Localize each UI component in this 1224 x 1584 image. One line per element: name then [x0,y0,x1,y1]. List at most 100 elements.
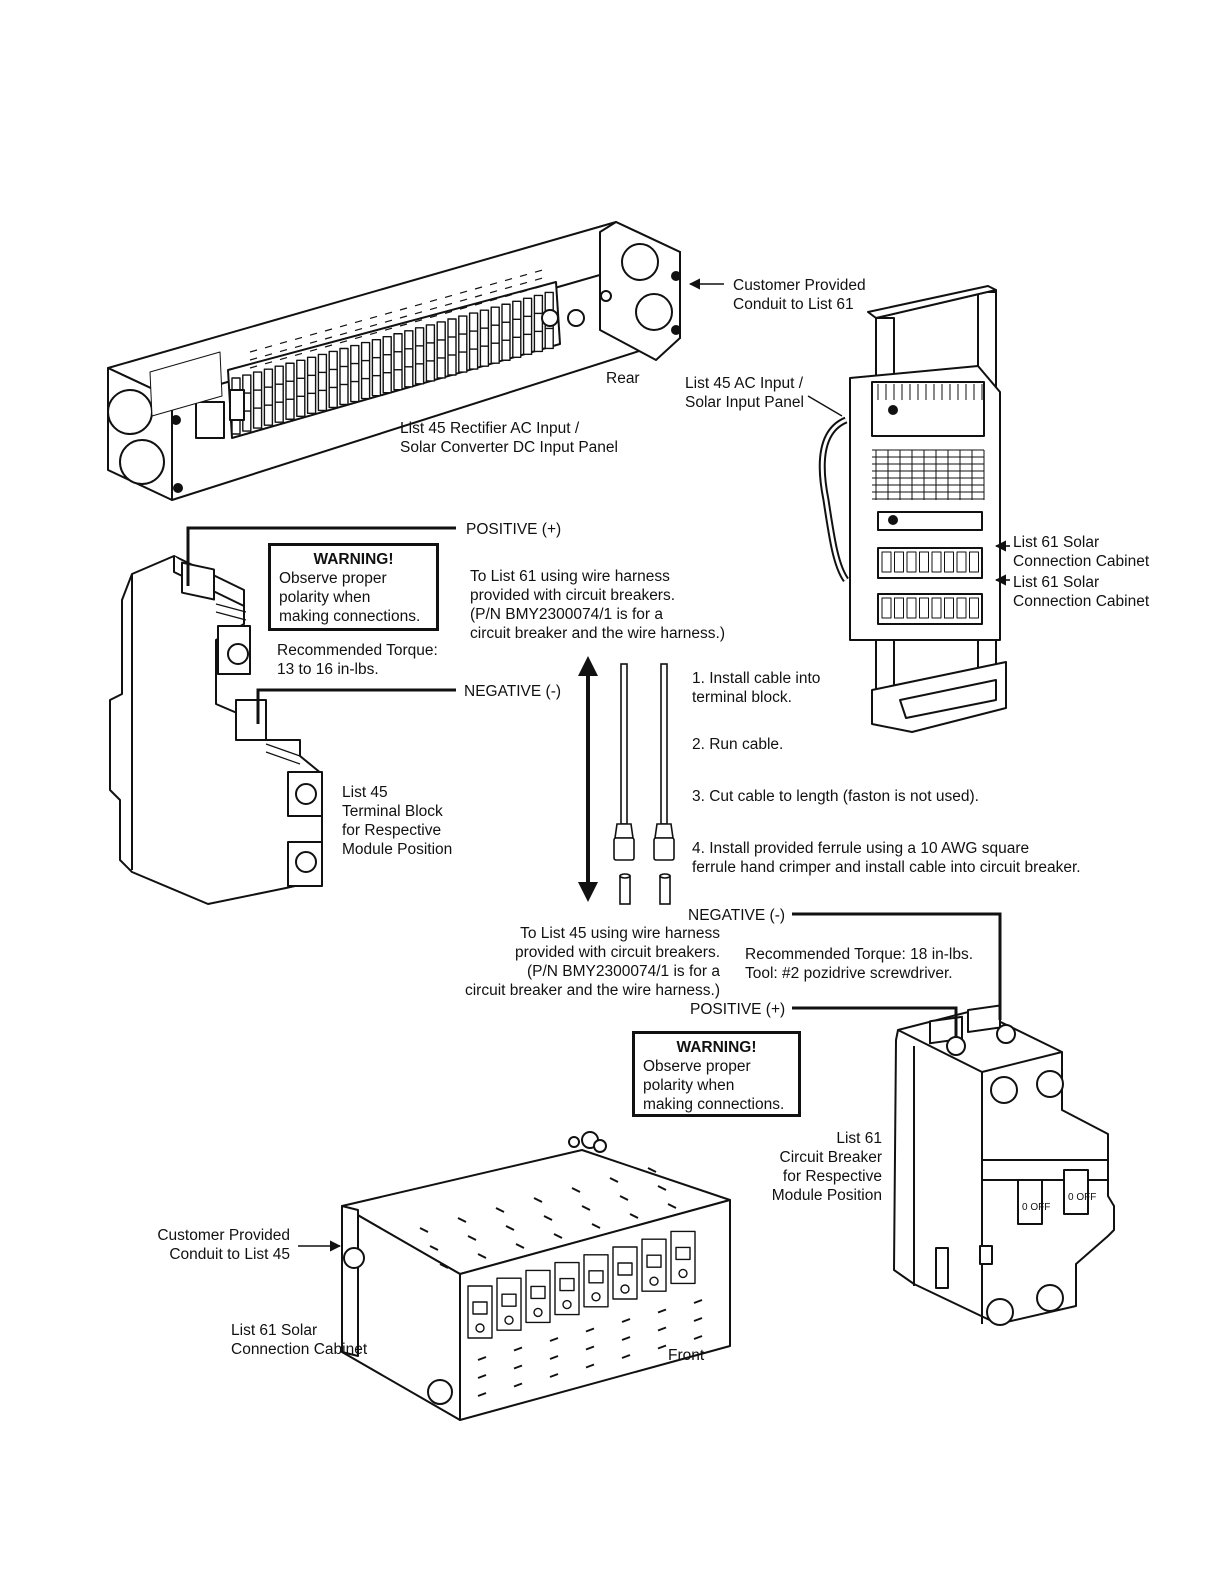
rack-breaker [881,597,892,619]
cabinet-vent-slot [647,1167,657,1173]
cb-negative-leader [792,912,1002,1020]
cabinet-breaker-screw [475,1323,485,1333]
cabinet-floor-slot [477,1392,487,1397]
cabinet-vent-slot [457,1217,467,1223]
panel-marking [489,298,498,302]
cabinet-floor-slot [585,1363,595,1369]
terminal-slot [458,315,468,373]
cabinet-breaker-toggle [501,1293,517,1307]
cabinet-vent-slot [429,1245,439,1251]
panel-marking [339,324,348,328]
tb-warning-box: WARNING! Observe proper polarity when ma… [268,543,439,631]
panel-marking [504,294,513,298]
panel-marking [444,294,453,298]
rack-breaker [894,551,904,573]
breaker-switch-left: 0 OFF [1022,1202,1050,1213]
cabinet-vent-slot [467,1235,477,1241]
panel-marking [399,315,408,319]
cabinet-floor-slot [549,1337,559,1342]
breaker-switch-right: 0 OFF [1068,1192,1096,1203]
terminal-slot [425,324,436,382]
panel-marking [354,336,363,340]
cb-torque-label: Recommended Torque: 18 in-lbs. Tool: #2 … [745,946,974,982]
cabinet-floor-slot [513,1382,523,1388]
tb-torque-label: Recommended Torque: 13 to 16 in-lbs. [277,642,438,678]
panel-marking [294,336,303,340]
panel-marking [474,286,483,290]
cabinet-breaker-screw [649,1276,659,1286]
panel-marking [519,273,528,277]
cabinet-vent-slot [657,1185,667,1191]
rack-breaker [944,551,954,573]
cabinet-vent-slot [619,1195,629,1201]
panel-marking [384,311,393,315]
cabinet-conduit-label: Customer Provided Conduit to List 45 [157,1227,290,1263]
panel-marking [489,290,498,294]
list61-circuit-breaker-drawing [893,1004,1115,1326]
panel-marking [249,349,258,353]
panel-marking [309,348,318,352]
terminal-slot [404,330,414,388]
panel-marking [249,365,258,369]
panel-marking [474,294,483,298]
terminal-slot [350,344,360,403]
terminal-slot [252,371,263,429]
terminal-slot [263,368,274,426]
cabinet-vent-slot [533,1197,543,1203]
cb-warning-box: WARNING! Observe proper polarity when ma… [632,1031,801,1117]
terminal-slot [371,338,382,397]
panel-marking [534,277,543,281]
wire-harness-drawing [613,663,675,905]
cb-name-label: List 61 Circuit Breaker for Respective M… [771,1130,882,1204]
tb-negative-leader [256,688,456,724]
rear-label: Rear [606,370,640,387]
panel-marking [384,327,393,331]
rack-drawing [818,285,1007,733]
rack-breaker [881,551,892,573]
harness-to-list45-label: To List 45 using wire harness provided w… [464,925,720,999]
cabinet-vent-slot [543,1215,553,1221]
tb-positive-label: POSITIVE (+) [466,521,562,538]
cb-warning-title: WARNING! [676,1039,757,1056]
step-3: 3. Cut cable to length (faston is not us… [692,788,979,805]
terminal-slot [360,341,371,400]
panel-marking [309,332,318,336]
step-2: 2. Run cable. [692,736,784,753]
panel-marking [459,290,468,294]
terminal-slot [317,353,328,412]
panel-marking [414,311,423,315]
cabinet-floor-slot [657,1308,667,1314]
panel-marking [279,357,288,361]
cb-positive-label: POSITIVE (+) [690,1001,786,1018]
cabinet-vent-slot [553,1233,563,1239]
panel-marking [534,285,543,289]
rack-breaker [956,597,967,619]
step-1: 1. Install cable into terminal block. [692,670,821,706]
cabinet-breaker-screw [533,1307,543,1318]
panel-marking [369,323,378,327]
panel-marking [519,281,528,285]
ac-input-pointer [807,395,843,417]
cabinet-floor-slot [549,1355,559,1360]
panel-marking [264,345,273,349]
cabinet-breaker-toggle [530,1285,546,1300]
panel-marking [279,349,288,353]
cabinet-vent-slot [505,1225,515,1231]
cabinet-breaker-toggle [559,1277,575,1292]
panel-marking [519,289,528,293]
cabinet-breaker-toggle [588,1270,604,1284]
cabinet-floor-slot [693,1317,703,1322]
rack-breaker [894,597,904,619]
cabinet-floor-slot [621,1354,631,1359]
step-4: 4. Install provided ferrule using a 10 A… [692,840,1081,876]
rack-cabinet-label-2: List 61 Solar Connection Cabinet [1013,574,1150,610]
rack-breaker [919,551,929,573]
cabinet-vent-slot [581,1205,591,1211]
terminal-slot [501,303,511,361]
panel-marking [504,278,513,282]
panel-marking [324,344,333,348]
cabinet-floor-slot [657,1326,667,1332]
rack-breaker [944,597,954,619]
panel-marking [249,357,258,361]
rack-cabinet-label-1: List 61 Solar Connection Cabinet [1013,534,1150,570]
